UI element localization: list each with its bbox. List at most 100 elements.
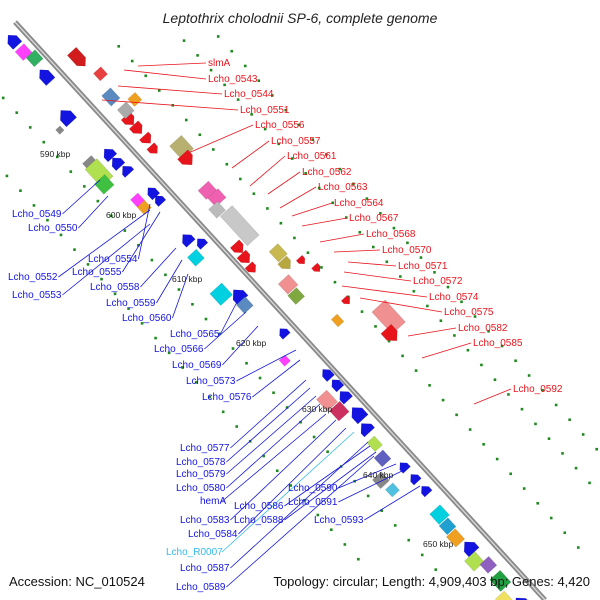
leader-line	[347, 261, 397, 267]
leader-line	[341, 285, 428, 298]
gene-shape	[277, 274, 299, 295]
gc-tick	[330, 528, 333, 532]
gc-tick	[419, 256, 423, 259]
gene-shape	[279, 328, 291, 340]
gene-label: Lcho_0550	[28, 223, 78, 234]
kbp-label: 640 kbp	[363, 470, 394, 480]
gc-tick	[595, 447, 598, 451]
gene-label: Lcho_0589	[176, 582, 226, 593]
gc-tick	[360, 310, 364, 313]
gc-tick	[333, 280, 337, 284]
gc-tick	[42, 140, 46, 144]
gene-label: hemA	[200, 496, 226, 507]
gc-tick	[239, 177, 242, 181]
gene-shape	[316, 389, 338, 412]
gc-tick	[401, 354, 404, 358]
gene-shape	[421, 485, 433, 498]
gc-tick	[468, 428, 472, 431]
gene-label: Lcho_0583	[180, 515, 230, 526]
gc-tick	[86, 263, 90, 266]
gene-label: Lcho_0560	[122, 313, 172, 324]
leader-line	[301, 217, 348, 227]
leader-line	[230, 419, 337, 521]
gc-tick	[343, 543, 347, 546]
gc-tick	[127, 307, 130, 310]
gc-tick	[480, 363, 483, 367]
gene-shape	[236, 249, 251, 264]
leader-line	[473, 388, 512, 405]
gene-label: Lcho_R0007	[166, 547, 223, 558]
gene-shape	[372, 471, 390, 490]
gene-label: Lcho_0592	[513, 384, 563, 395]
gc-tick	[263, 127, 267, 131]
gc-tick	[466, 348, 470, 352]
gene-feature	[111, 157, 126, 172]
leader-line	[62, 223, 151, 296]
gc-tick	[279, 221, 283, 225]
topology-label: Topology: circular; Length: 4,909,403 bp…	[273, 574, 590, 589]
gc-tick	[317, 186, 321, 190]
gc-tick	[304, 172, 308, 175]
gene-label: Lcho_0565	[170, 329, 220, 340]
gene-label: Lcho_0574	[429, 292, 479, 303]
leader-line	[156, 259, 183, 304]
gene-shape	[187, 248, 205, 267]
gene-feature	[196, 238, 209, 250]
gc-tick	[231, 347, 235, 350]
gc-tick	[55, 155, 59, 159]
gene-feature	[146, 142, 158, 154]
gc-tick	[426, 304, 429, 308]
gene-label: Lcho_0585	[473, 338, 523, 349]
gene-shape	[479, 556, 498, 574]
gc-tick	[385, 260, 389, 264]
gene-feature	[182, 234, 196, 248]
leader-line	[291, 202, 333, 217]
leader-line	[364, 485, 421, 521]
gc-tick	[588, 481, 591, 485]
gene-feature	[464, 551, 485, 572]
gene-shape	[339, 391, 354, 405]
gene-shape	[489, 569, 512, 592]
gene-label: Lcho_0549	[12, 209, 62, 220]
gene-label: Lcho_0556	[255, 120, 305, 131]
gene-feature	[316, 389, 338, 412]
gc-tick	[245, 361, 248, 365]
gc-tick	[164, 273, 167, 277]
gc-tick	[299, 420, 302, 424]
gene-feature	[101, 87, 121, 107]
kbp-label: 650 kbp	[423, 539, 454, 549]
gc-tick	[83, 185, 86, 188]
gene-label: Lcho_0563	[318, 182, 368, 193]
kbp-label: 620 kbp	[236, 338, 267, 348]
gene-shape	[268, 243, 288, 263]
gc-tick	[482, 443, 485, 446]
gc-tick	[250, 113, 253, 116]
leader-line	[238, 427, 347, 535]
gene-shape	[494, 590, 513, 600]
gene-feature	[479, 556, 498, 574]
gc-tick	[576, 546, 580, 549]
gc-tick	[509, 472, 512, 476]
gene-feature	[380, 323, 398, 342]
gc-tick	[414, 369, 418, 372]
gene-label: Lcho_0544	[224, 89, 274, 100]
gc-tick	[130, 59, 134, 63]
gc-tick	[387, 339, 391, 343]
gene-label: Lcho_0590	[288, 483, 338, 494]
leader-line	[226, 455, 375, 588]
gc-tick	[46, 218, 49, 222]
gc-tick	[257, 79, 261, 82]
leader-line	[231, 140, 270, 169]
gc-tick	[5, 174, 9, 178]
gene-shape	[311, 262, 321, 272]
leader-line	[58, 209, 151, 278]
gene-feature	[130, 192, 145, 208]
gc-tick	[399, 275, 402, 278]
gene-feature	[122, 165, 135, 178]
gene-shape	[229, 239, 244, 253]
gc-tick	[473, 315, 477, 318]
gc-tick	[554, 403, 558, 407]
gene-shape	[128, 120, 143, 134]
gc-tick	[581, 433, 585, 436]
gc-tick	[123, 229, 127, 232]
